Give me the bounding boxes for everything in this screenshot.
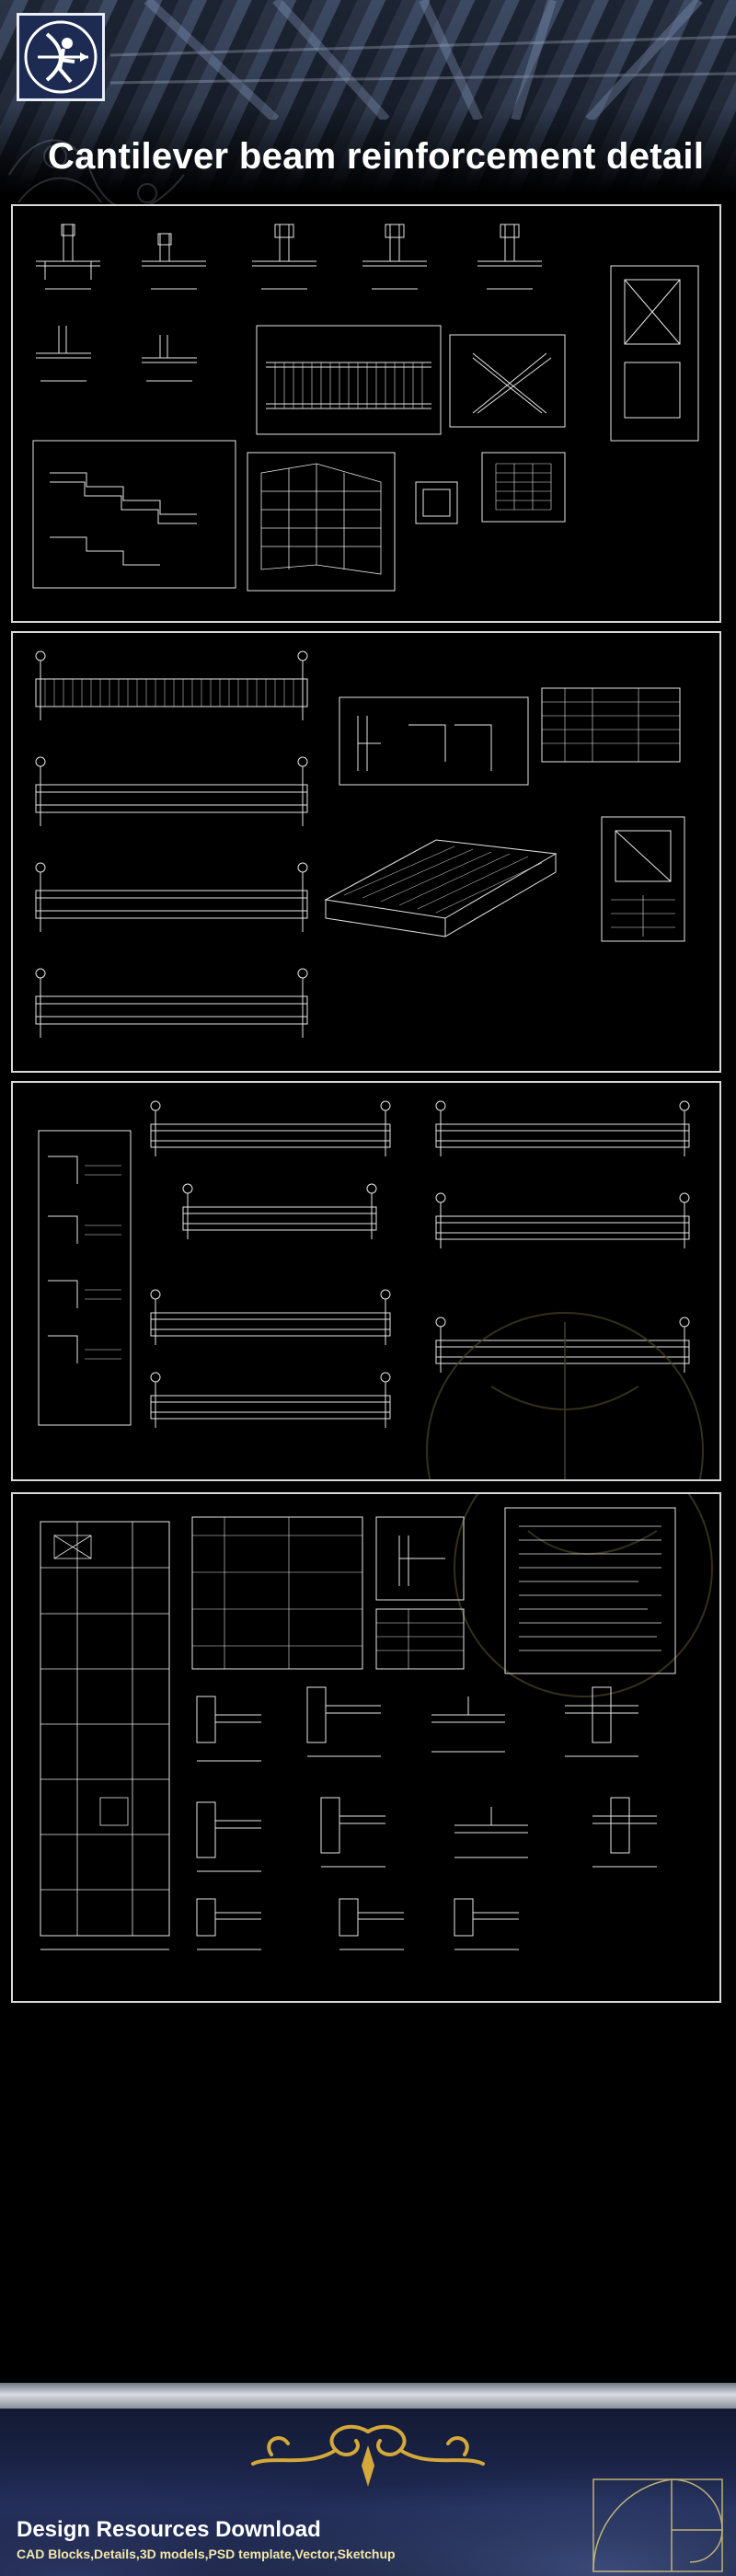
section-detail xyxy=(252,224,316,290)
beam-elevation xyxy=(435,1192,690,1248)
section-detail xyxy=(592,1797,657,1868)
cad-drawing-icon xyxy=(38,1100,704,1479)
footer-title: Design Resources Download xyxy=(17,2517,321,2542)
panel-detail-sheets xyxy=(11,204,721,623)
section-detail xyxy=(339,1898,404,1950)
footer-divider-bar xyxy=(0,2383,736,2409)
section-detail xyxy=(362,224,427,290)
page-title: Cantilever beam reinforcement detail xyxy=(48,136,705,177)
beam-elevation xyxy=(35,756,308,826)
section-detail xyxy=(142,233,206,290)
section-detail xyxy=(306,1686,381,1757)
panel-beam-sections xyxy=(11,631,721,1073)
watermark-emblem-icon xyxy=(426,1312,704,1479)
section-detail xyxy=(320,1797,385,1868)
gold-scroll-ornament-icon xyxy=(251,2424,485,2487)
beam-elevation xyxy=(150,1372,391,1428)
section-detail xyxy=(196,1898,261,1950)
page-header: Cantilever beam reinforcement detail xyxy=(0,0,736,211)
section-detail xyxy=(431,1696,505,1753)
beam-elevation xyxy=(35,650,308,720)
section-detail xyxy=(36,224,100,290)
beam-elevation xyxy=(435,1100,690,1156)
golden-spiral-icon xyxy=(592,2478,723,2572)
footer-subtitle: CAD Blocks,Details,3D models,PSD templat… xyxy=(17,2547,396,2561)
beam-elevation xyxy=(35,968,308,1038)
section-detail xyxy=(454,1807,528,1858)
beam-elevation xyxy=(150,1289,391,1345)
section-detail xyxy=(565,1686,638,1757)
panel-floor-plan-and-sections xyxy=(11,1492,721,2003)
cad-drawing-icon xyxy=(32,224,699,592)
panel-beam-elevations xyxy=(11,1081,721,1481)
beam-elevation xyxy=(182,1183,377,1239)
section-detail xyxy=(454,1898,519,1950)
steel-beams-background-icon xyxy=(109,0,736,120)
section-detail xyxy=(477,224,542,290)
beam-elevation xyxy=(150,1100,391,1156)
beam-elevation xyxy=(435,1317,690,1373)
section-detail xyxy=(196,1801,261,1872)
archer-logo-icon[interactable] xyxy=(17,13,105,101)
damask-ornament-icon xyxy=(8,139,185,211)
section-detail xyxy=(196,1696,261,1762)
page-footer: Design Resources Download CAD Blocks,Det… xyxy=(0,2409,736,2576)
cad-drawing-icon xyxy=(40,1494,713,1950)
cad-drawing-icon xyxy=(35,650,685,1038)
beam-elevation xyxy=(35,862,308,932)
